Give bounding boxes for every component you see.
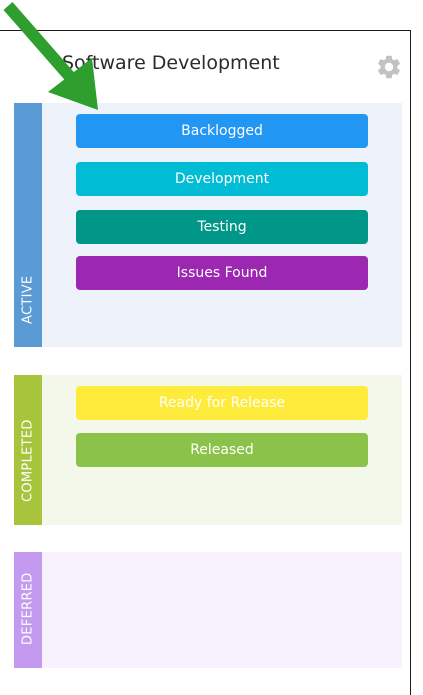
group-active-rail: ACTIVE [14, 103, 42, 347]
workflow-title: Software Development [62, 52, 280, 74]
arrow-annotation-icon [3, 2, 98, 110]
group-deferred-label: DEFERRED [20, 572, 36, 645]
group-deferred-rail: DEFERRED [14, 552, 42, 668]
status-development[interactable]: Development [76, 162, 368, 196]
group-deferred: DEFERRED [14, 552, 402, 668]
status-testing[interactable]: Testing [76, 210, 368, 244]
status-released[interactable]: Released [76, 433, 368, 467]
status-issues-found[interactable]: Issues Found [76, 256, 368, 290]
group-completed-label: COMPLETED [20, 419, 36, 502]
group-active-label: ACTIVE [20, 275, 36, 324]
group-deferred-body [42, 552, 402, 668]
status-ready-for-release[interactable]: Ready for Release [76, 386, 368, 420]
status-backlogged[interactable]: Backlogged [76, 114, 368, 148]
gear-icon[interactable] [375, 53, 403, 81]
group-completed-rail: COMPLETED [14, 375, 42, 525]
